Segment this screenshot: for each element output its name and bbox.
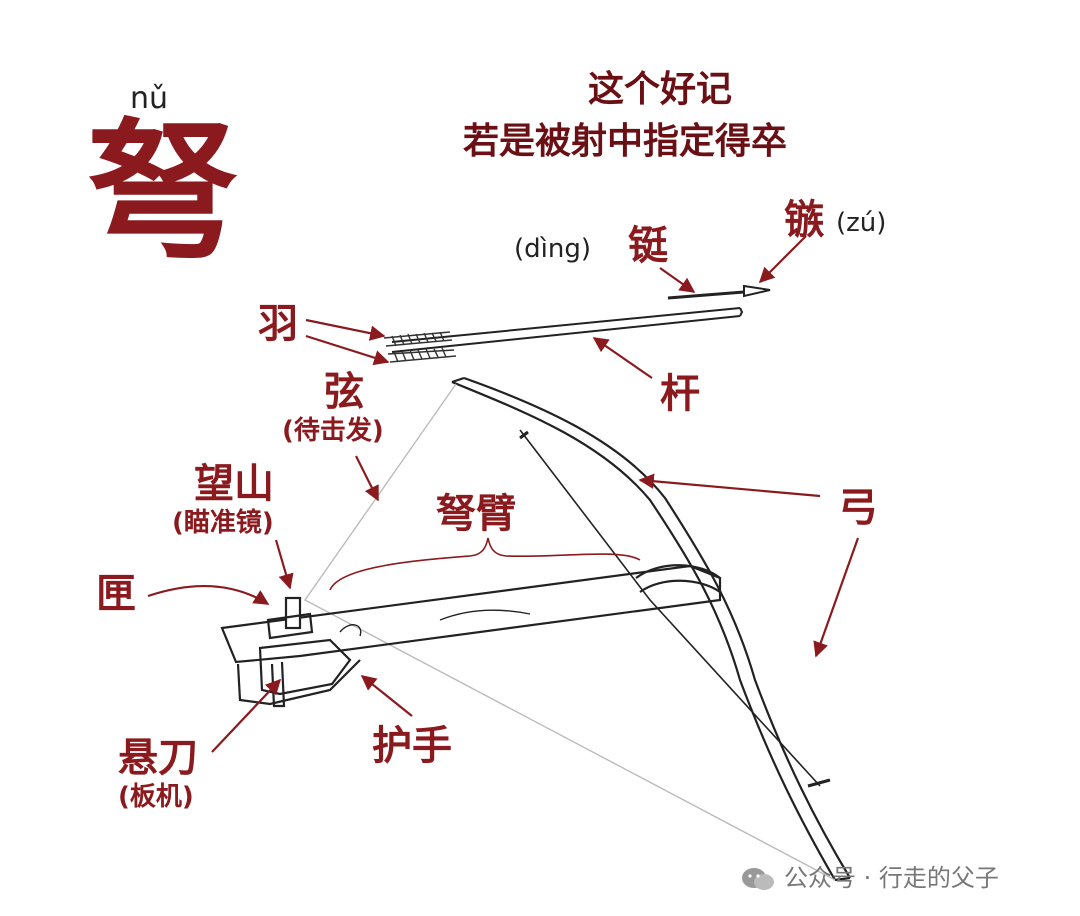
pointer-wangshan: [274, 539, 294, 590]
label-xian-note: (待击发): [282, 416, 384, 446]
pointer-gong-2: [813, 537, 860, 658]
bowstring: [303, 383, 836, 881]
trigger: [270, 661, 286, 708]
label-xuandao: 悬刀: [118, 735, 198, 781]
nubi-bracket: [329, 537, 641, 591]
watermark-text: 公众号 · 行走的父子: [784, 864, 999, 892]
label-ding-pinyin: (dìng): [514, 234, 591, 264]
label-xia: 匣: [96, 571, 136, 617]
pointer-yu-2: [305, 334, 390, 366]
pointer-zu: [758, 235, 807, 284]
title-pinyin: nǔ: [130, 81, 169, 116]
label-xuandao-note: (板机): [118, 782, 194, 812]
pointer-gong-1: [638, 473, 821, 498]
title-character: 弩: [88, 106, 239, 280]
arrow-tang: [667, 290, 745, 300]
arrow-head: [743, 284, 771, 298]
pointer-yu-1: [305, 318, 386, 341]
bow-limb: [451, 380, 836, 881]
arrow-illustration: [383, 284, 771, 363]
pointers: [147, 235, 860, 753]
wangshan-sight: [284, 596, 302, 630]
pointer-xia: [147, 585, 270, 605]
label-xian: 弦: [324, 369, 364, 415]
mnemonic-line-1: 这个好记: [588, 69, 733, 110]
mnemonic-line-2: 若是被射中指定得卒: [463, 121, 788, 162]
wechat-icon: [742, 868, 774, 890]
label-wangshan-note: (瞄准镜): [172, 508, 274, 538]
pointer-hushou: [360, 675, 413, 717]
arrow-fletching: [383, 331, 457, 363]
pointer-xuandao: [211, 678, 282, 753]
label-zu-pinyin: (zú): [836, 208, 887, 238]
label-wangshan: 望山: [194, 461, 274, 507]
pointer-gan: [592, 337, 653, 379]
pointer-ding: [659, 267, 696, 293]
label-gan: 杆: [660, 371, 700, 417]
label-hushou: 护手: [372, 723, 452, 769]
watermark: 公众号 · 行走的父子: [740, 858, 999, 893]
label-nubi: 弩臂: [436, 491, 516, 537]
label-gong: 弓: [838, 485, 878, 531]
label-zu: 镞: [784, 197, 824, 243]
crossbow-illustration: [220, 376, 851, 882]
label-yu: 羽: [258, 301, 298, 347]
label-ding: 铤: [628, 223, 668, 269]
pointer-xian: [355, 455, 379, 502]
